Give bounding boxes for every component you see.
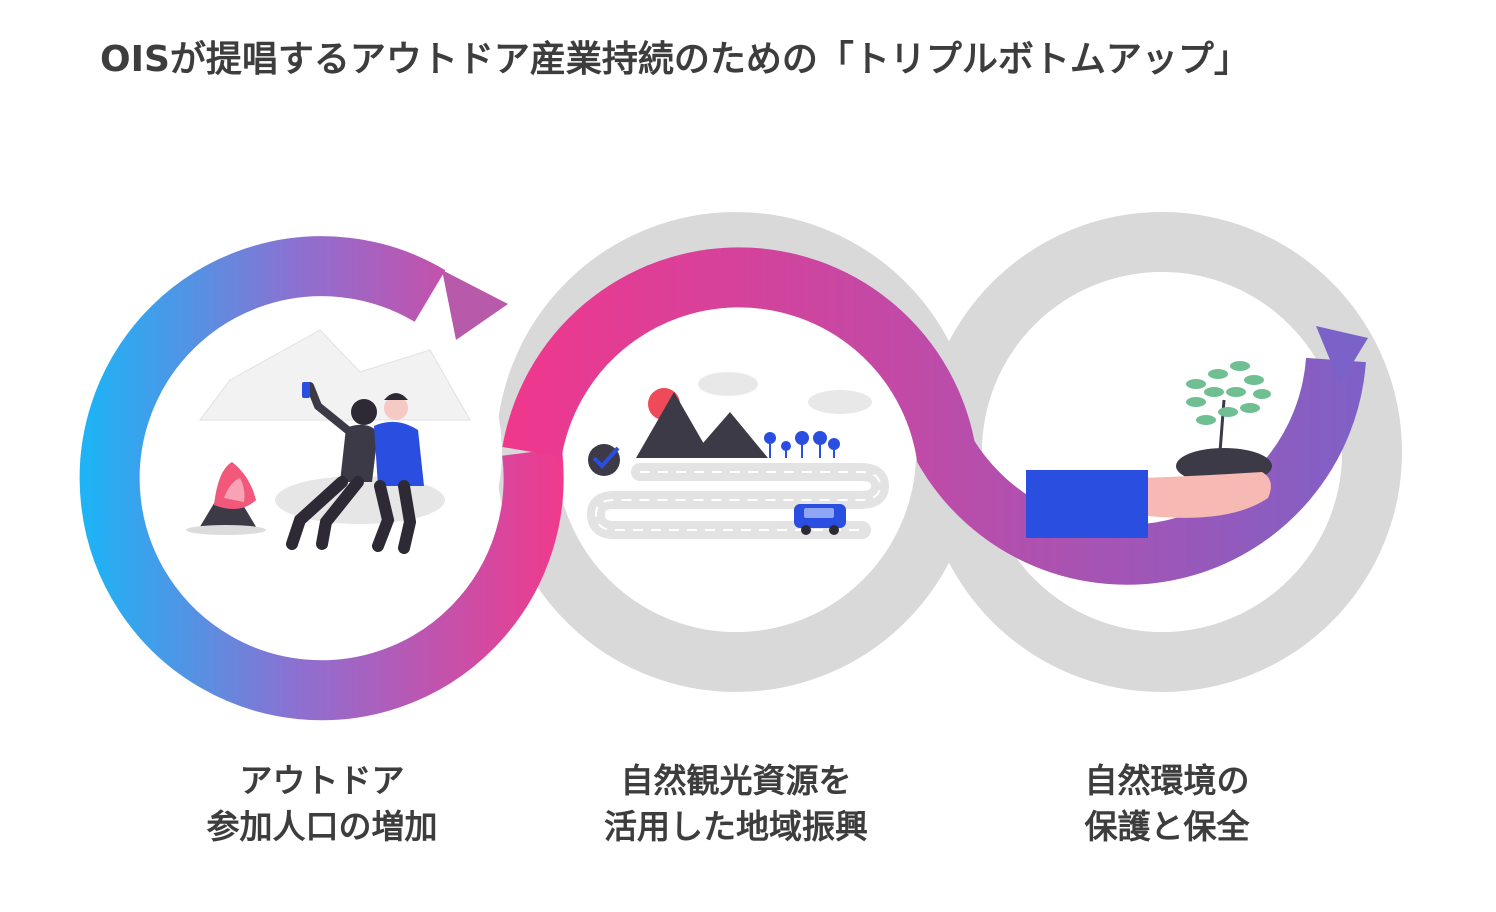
pillar-caption-regional-revitalization: 自然観光資源を 活用した地域振興 (556, 758, 916, 850)
pillar-caption-line: 活用した地域振興 (556, 804, 916, 850)
pillar-caption-line: 自然観光資源を (556, 758, 916, 804)
pillar-caption-line: 保護と保全 (987, 804, 1347, 850)
pillar-caption-environment: 自然環境の 保護と保全 (987, 758, 1347, 850)
pillar-caption-line: アウトドア (142, 758, 502, 804)
pillar-caption-line: 参加人口の増加 (142, 804, 502, 850)
pillar-caption-line: 自然環境の (987, 758, 1347, 804)
pillar-caption-participation: アウトドア 参加人口の増加 (142, 758, 502, 850)
